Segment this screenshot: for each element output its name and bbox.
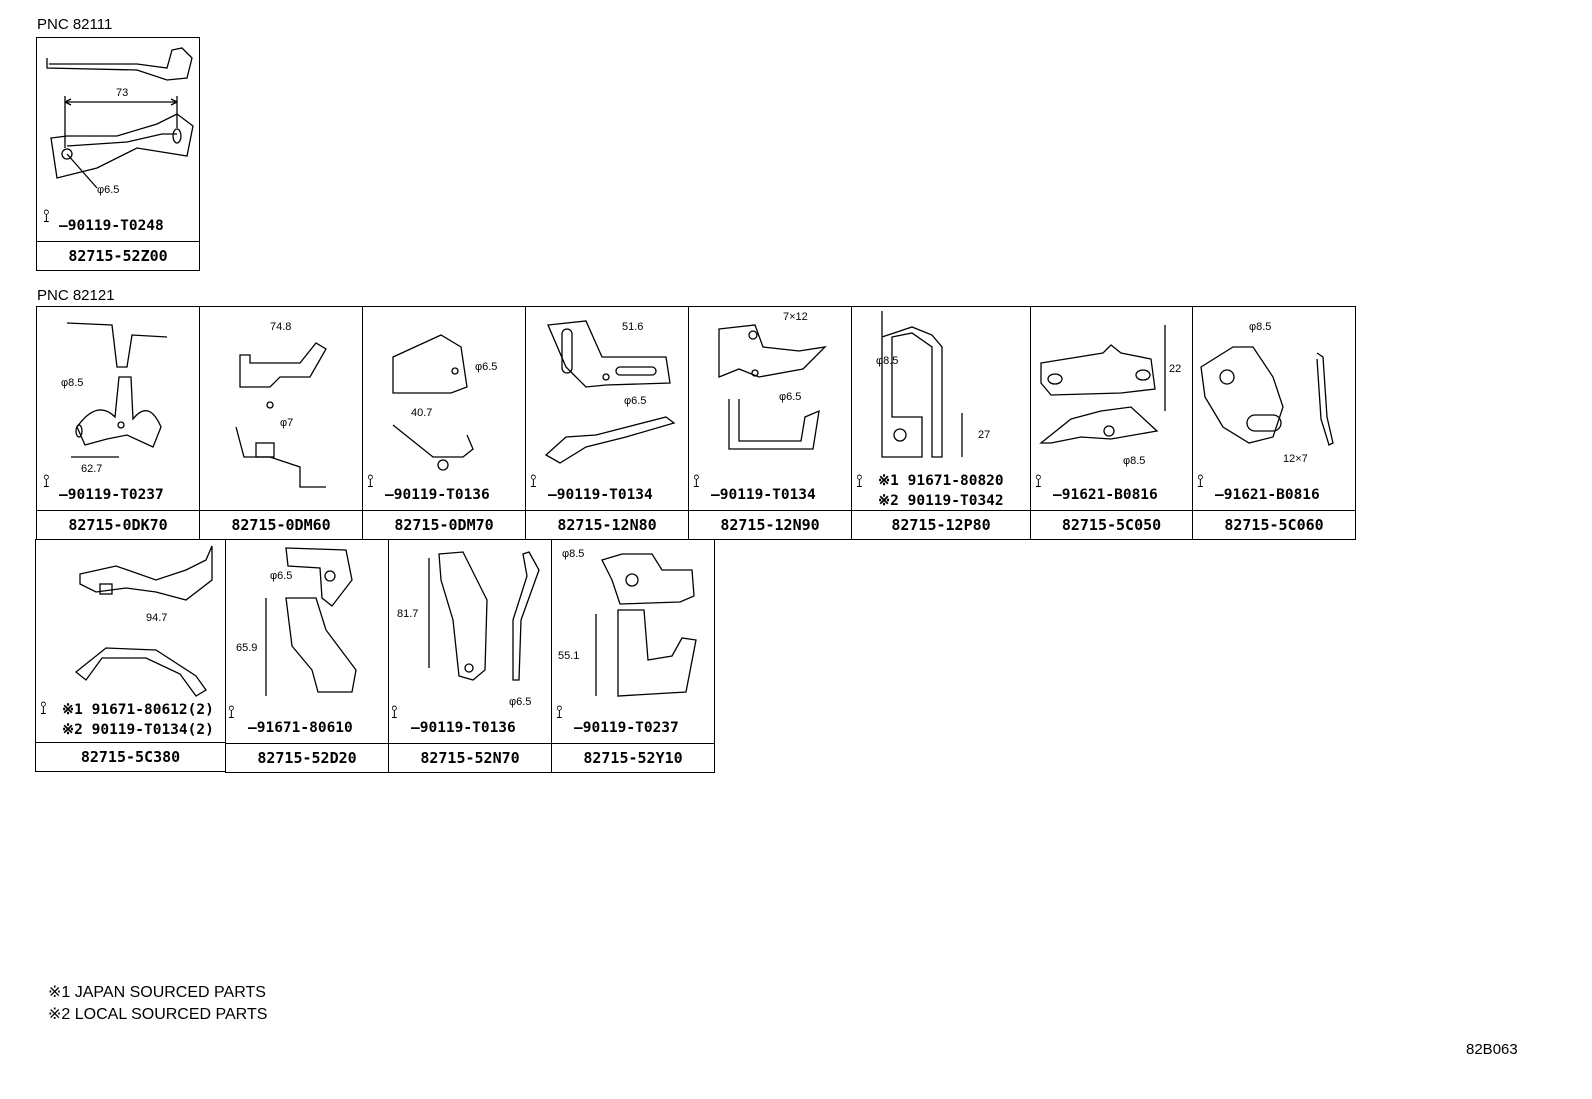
part-number[interactable]: 82715-0DK70 <box>37 510 199 539</box>
bolt-icon: ⟟ <box>556 702 563 722</box>
part-number[interactable]: 82715-52N70 <box>389 743 551 772</box>
bolt-part-number[interactable]: —90119-T0237 <box>574 720 679 736</box>
bolt-part-number[interactable]: —90119-T0237 <box>59 487 164 503</box>
part-number[interactable]: 82715-12N80 <box>526 510 688 539</box>
footnote-japan: ※1 JAPAN SOURCED PARTS <box>48 984 266 1001</box>
part-number[interactable]: 82715-52Y10 <box>552 743 714 772</box>
dim-height: 22 <box>1169 363 1182 375</box>
dim-hole: φ8.5 <box>61 377 84 389</box>
bolt-icon: ⟟ <box>856 471 863 491</box>
dim-length: 94.7 <box>146 612 168 624</box>
part-cell-82715-5c050[interactable]: 22 φ8.5 ⟟ —91621-B0816 82715-5C050 <box>1030 306 1193 540</box>
dim-slot: 7×12 <box>783 311 808 323</box>
dim-hole: φ8.5 <box>1249 321 1272 333</box>
part-number[interactable]: 82715-0DM70 <box>363 510 525 539</box>
bolt-part-number[interactable]: —90119-T0136 <box>385 487 490 503</box>
dim-height: 27 <box>978 429 991 441</box>
dim-hole: φ6.5 <box>270 570 293 582</box>
bolt-icon: ⟟ <box>391 702 398 722</box>
bolt-icon: ⟟ <box>1035 471 1042 491</box>
dim-hole: φ6.5 <box>475 361 498 373</box>
part-cell-82715-52n70[interactable]: 81.7 φ6.5 ⟟ —90119-T0136 82715-52N70 <box>388 539 552 773</box>
bolt-part-number[interactable]: —90119-T0248 <box>59 218 164 234</box>
part-number[interactable]: 82715-52D20 <box>226 743 388 772</box>
bolt-japan[interactable]: ※1 91671-80612(2) <box>62 702 214 718</box>
part-cell-82715-5c060[interactable]: φ8.5 12×7 ⟟ —91621-B0816 82715-5C060 <box>1192 306 1356 540</box>
bracket-drawing <box>595 553 697 697</box>
dim-height: 65.9 <box>236 642 258 654</box>
bracket-drawing <box>1200 346 1334 446</box>
pnc-82111-title: PNC 82111 <box>37 16 113 33</box>
dim-slot: 12×7 <box>1283 453 1308 465</box>
part-number[interactable]: 82715-5C060 <box>1193 510 1355 539</box>
bracket-drawing <box>74 545 213 697</box>
part-number[interactable]: 82715-5C380 <box>36 742 225 771</box>
part-cell-82715-12p80[interactable]: φ8.5 27 ⟟ ※1 91671-80820 ※2 90119-T0342 … <box>851 306 1031 540</box>
dim-length: 74.8 <box>270 321 292 333</box>
dim-hole: φ8.5 <box>876 355 899 367</box>
bolt-icon: ⟟ <box>43 206 50 226</box>
bracket-drawing <box>46 47 194 189</box>
bracket-drawing <box>235 342 327 488</box>
bracket-drawing <box>392 334 474 471</box>
footnote-local: ※2 LOCAL SOURCED PARTS <box>48 1006 268 1023</box>
bracket-drawing <box>881 311 963 458</box>
bolt-local[interactable]: ※2 90119-T0342 <box>878 493 1004 509</box>
bolt-icon: ⟟ <box>367 471 374 491</box>
bolt-part-number[interactable]: —91671-80610 <box>248 720 353 736</box>
dim-length: 51.6 <box>622 321 644 333</box>
dim-hole: φ6.5 <box>779 391 802 403</box>
bolt-part-number[interactable]: —91621-B0816 <box>1053 487 1158 503</box>
bracket-drawing <box>428 551 540 681</box>
pnc-82121-title: PNC 82121 <box>37 287 115 304</box>
dim-height: 81.7 <box>397 608 419 620</box>
dim-hole: φ7 <box>280 417 294 429</box>
dim-hole: φ8.5 <box>562 548 585 560</box>
bolt-icon: ⟟ <box>1197 471 1204 491</box>
part-cell-82715-52y10[interactable]: φ8.5 55.1 ⟟ —90119-T0237 82715-52Y10 <box>551 539 715 773</box>
part-number[interactable]: 82715-5C050 <box>1031 510 1192 539</box>
part-cell-82715-12n90[interactable]: 7×12 φ6.5 ⟟ —90119-T0134 82715-12N90 <box>688 306 852 540</box>
bolt-icon: ⟟ <box>40 698 47 718</box>
dim-hole: φ8.5 <box>1123 455 1146 467</box>
bolt-part-number[interactable]: —90119-T0136 <box>411 720 516 736</box>
dim-length: 62.7 <box>81 463 103 475</box>
part-cell-82715-52d20[interactable]: φ6.5 65.9 ⟟ —91671-80610 82715-52D20 <box>225 539 389 773</box>
bolt-japan[interactable]: ※1 91671-80820 <box>878 473 1004 489</box>
part-number[interactable]: 82715-12N90 <box>689 510 851 539</box>
bolt-icon: ⟟ <box>530 471 537 491</box>
dim-hole: φ6.5 <box>97 184 120 196</box>
bolt-local[interactable]: ※2 90119-T0134(2) <box>62 722 214 738</box>
bolt-icon: ⟟ <box>43 471 50 491</box>
part-number[interactable]: 82715-0DM60 <box>200 510 362 539</box>
bolt-part-number[interactable]: —91621-B0816 <box>1215 487 1320 503</box>
part-number[interactable]: 82715-52Z00 <box>37 241 199 270</box>
bracket-drawing <box>544 320 676 464</box>
part-cell-82715-12n80[interactable]: 51.6 φ6.5 ⟟ —90119-T0134 82715-12N80 <box>525 306 689 540</box>
bracket-drawing <box>66 322 168 458</box>
dim-length: 40.7 <box>411 407 433 419</box>
part-cell-82715-5c380[interactable]: 94.7 ⟟ ※1 91671-80612(2) ※2 90119-T0134(… <box>35 539 226 772</box>
part-number[interactable]: 82715-12P80 <box>852 510 1030 539</box>
bolt-part-number[interactable]: —90119-T0134 <box>711 487 816 503</box>
bracket-drawing <box>1039 325 1166 444</box>
bracket-drawing <box>265 547 357 696</box>
part-cell-82715-0dm60[interactable]: 74.8 φ7 82715-0DM60 <box>199 306 363 540</box>
dim-length: 73 <box>116 87 129 99</box>
bracket-drawing <box>718 324 827 450</box>
diagram-reference-code: 82B063 <box>1466 1041 1518 1058</box>
bolt-part-number[interactable]: —90119-T0134 <box>548 487 653 503</box>
bolt-icon: ⟟ <box>693 471 700 491</box>
dim-hole: φ6.5 <box>624 395 647 407</box>
part-cell-82715-52z00[interactable]: 73 φ6.5 ⟟ —90119-T0248 82715-52Z00 <box>36 37 200 271</box>
part-cell-82715-0dm70[interactable]: φ6.5 40.7 ⟟ —90119-T0136 82715-0DM70 <box>362 306 526 540</box>
part-cell-82715-0dk70[interactable]: φ8.5 62.7 ⟟ —90119-T0237 82715-0DK70 <box>36 306 200 540</box>
dim-hole: φ6.5 <box>509 696 532 708</box>
bolt-icon: ⟟ <box>228 702 235 722</box>
dim-height: 55.1 <box>558 650 580 662</box>
